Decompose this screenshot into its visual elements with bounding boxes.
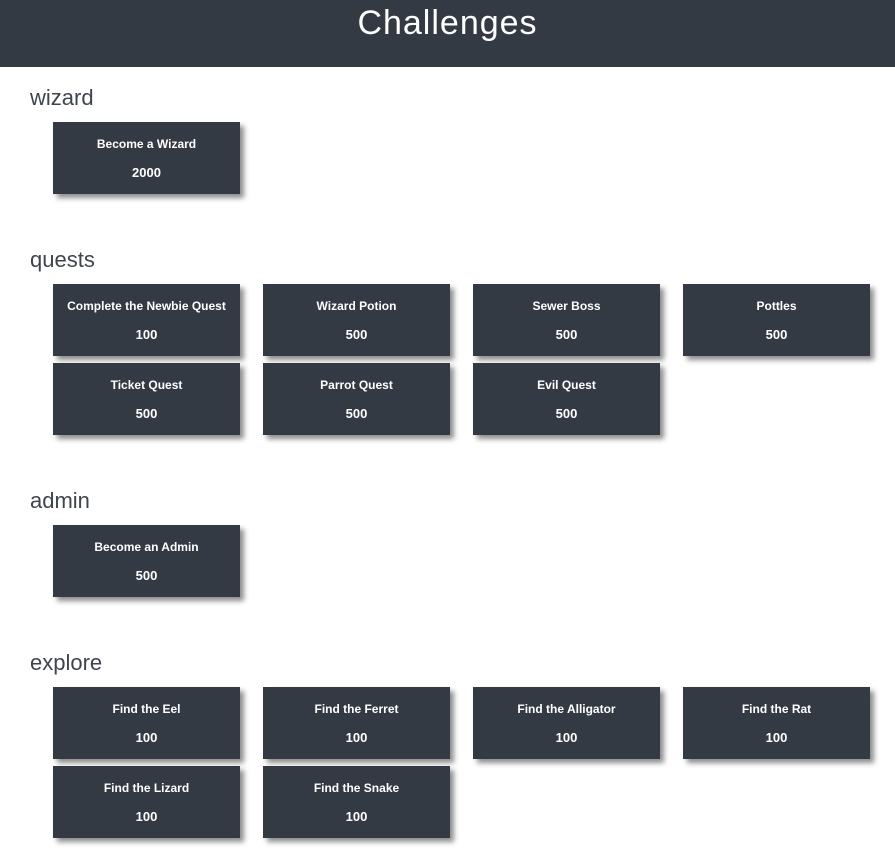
challenge-button-ticket-quest[interactable]: Ticket Quest 500 <box>53 363 240 435</box>
challenge-button-find-the-alligator[interactable]: Find the Alligator 100 <box>473 687 660 759</box>
challenge-name: Ticket Quest <box>110 377 183 392</box>
challenge-button-complete-the-newbie-quest[interactable]: Complete the Newbie Quest 100 <box>53 284 240 356</box>
page-title: Challenges <box>357 4 538 42</box>
challenge-points: 500 <box>135 567 158 583</box>
challenge-name: Find the Ferret <box>314 701 399 716</box>
challenge-name: Become an Admin <box>94 539 199 554</box>
challenge-name: Find the Eel <box>112 701 181 716</box>
challenge-points: 2000 <box>132 164 161 180</box>
challenge-name: Find the Lizard <box>103 780 190 795</box>
challenge-points: 100 <box>345 729 368 745</box>
challenge-points: 100 <box>135 808 158 824</box>
challenge-name: Find the Alligator <box>517 701 616 716</box>
challenge-button-wizard-potion[interactable]: Wizard Potion 500 <box>263 284 450 356</box>
category-title: wizard <box>30 85 94 110</box>
challenge-button-parrot-quest[interactable]: Parrot Quest 500 <box>263 363 450 435</box>
page-header: Challenges <box>0 0 895 67</box>
challenge-name: Complete the Newbie Quest <box>67 298 226 313</box>
challenges-board: wizard Become a Wizard 2000 quests Compl… <box>0 67 895 861</box>
challenge-button-find-the-ferret[interactable]: Find the Ferret 100 <box>263 687 450 759</box>
challenge-name: Evil Quest <box>537 377 596 392</box>
category-wizard: wizard Become a Wizard 2000 <box>0 85 895 201</box>
challenge-points: 100 <box>765 729 788 745</box>
challenge-name: Wizard Potion <box>316 298 397 313</box>
challenge-points: 500 <box>345 405 368 421</box>
challenge-name: Find the Snake <box>313 780 400 795</box>
challenge-points: 500 <box>135 405 158 421</box>
challenge-button-pottles[interactable]: Pottles 500 <box>683 284 870 356</box>
challenge-name: Sewer Boss <box>532 298 601 313</box>
challenge-button-find-the-rat[interactable]: Find the Rat 100 <box>683 687 870 759</box>
category-title: admin <box>30 488 90 513</box>
challenge-points: 500 <box>555 405 578 421</box>
category-quests: quests Complete the Newbie Quest 100 Wiz… <box>0 247 895 442</box>
challenge-name: Become a Wizard <box>96 136 197 151</box>
challenge-points: 500 <box>345 326 368 342</box>
category-admin: admin Become an Admin 500 <box>0 488 895 604</box>
category-explore: explore Find the Eel 100 Find the Ferret… <box>0 650 895 845</box>
challenge-points: 100 <box>135 326 158 342</box>
challenge-button-sewer-boss[interactable]: Sewer Boss 500 <box>473 284 660 356</box>
category-title: quests <box>30 247 95 272</box>
challenge-points: 100 <box>345 808 368 824</box>
challenge-button-find-the-eel[interactable]: Find the Eel 100 <box>53 687 240 759</box>
challenge-button-find-the-snake[interactable]: Find the Snake 100 <box>263 766 450 838</box>
challenge-grid: Complete the Newbie Quest 100 Wizard Pot… <box>0 284 895 442</box>
challenge-button-find-the-lizard[interactable]: Find the Lizard 100 <box>53 766 240 838</box>
challenge-name: Find the Rat <box>741 701 812 716</box>
challenge-points: 100 <box>135 729 158 745</box>
challenge-button-become-an-admin[interactable]: Become an Admin 500 <box>53 525 240 597</box>
challenge-button-evil-quest[interactable]: Evil Quest 500 <box>473 363 660 435</box>
challenge-points: 500 <box>765 326 788 342</box>
challenge-points: 100 <box>555 729 578 745</box>
challenge-name: Pottles <box>756 298 797 313</box>
challenge-name: Parrot Quest <box>320 377 393 392</box>
challenge-button-become-a-wizard[interactable]: Become a Wizard 2000 <box>53 122 240 194</box>
challenge-points: 500 <box>555 326 578 342</box>
challenge-grid: Become an Admin 500 <box>0 525 895 604</box>
challenge-grid: Find the Eel 100 Find the Ferret 100 Fin… <box>0 687 895 845</box>
challenge-grid: Become a Wizard 2000 <box>0 122 895 201</box>
category-title: explore <box>30 650 103 675</box>
